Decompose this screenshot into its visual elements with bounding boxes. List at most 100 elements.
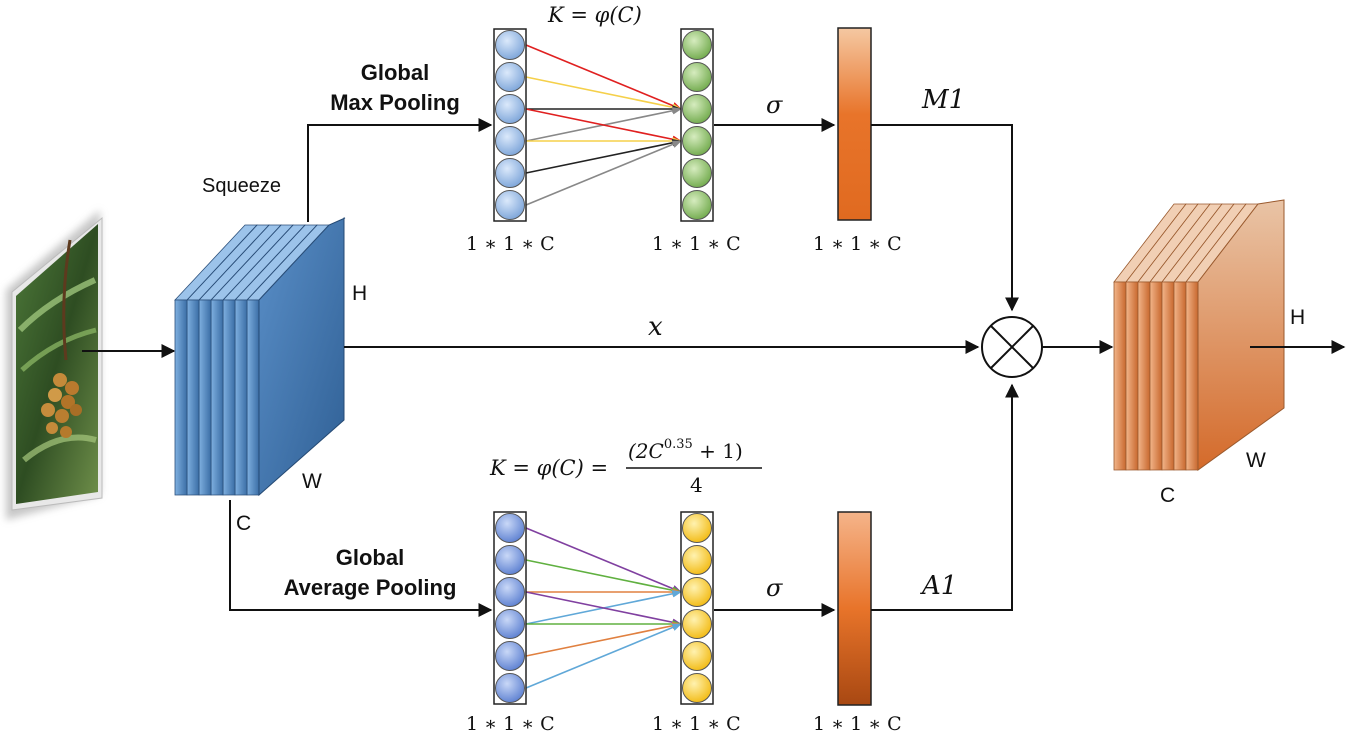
conv-connection-line: [525, 527, 682, 593]
conv-connection-line: [525, 108, 682, 144]
orange-slab-edge: [1173, 281, 1187, 471]
vector-node: [495, 126, 525, 156]
vector-node: [682, 158, 712, 188]
blue-slab-line: [186, 224, 258, 301]
gmp-branch-arrow: [307, 118, 493, 222]
vector-node: [682, 126, 712, 156]
top-pooled-vector: [493, 28, 527, 222]
output-h-label: H: [1290, 306, 1305, 329]
output-w-label: W: [1246, 449, 1266, 472]
orange-slab-edge: [1185, 281, 1199, 471]
k-bottom-formula: K = φ(C) = (2C0.35 + 1) 4: [489, 437, 762, 497]
vector-node: [495, 94, 525, 124]
orange-slab-edge: [1125, 281, 1139, 471]
blue-slab-edge: [234, 299, 248, 496]
input-image: [6, 210, 103, 520]
blue-slab-edge: [246, 299, 260, 496]
gap-label-line1: Global: [336, 545, 404, 570]
vector-node: [495, 513, 525, 543]
blue-slab-line: [258, 224, 330, 301]
vector-node: [682, 641, 712, 671]
vector-frame: [493, 28, 527, 222]
vector-node: [682, 190, 712, 220]
gmp-label-line2: Max Pooling: [330, 90, 460, 115]
circled-times-icon: [981, 316, 1043, 378]
vector-node: [495, 62, 525, 92]
vector-node: [682, 30, 712, 60]
orange-slab-face: [1197, 199, 1285, 471]
vector-node: [682, 609, 712, 639]
sigma-top-label: σ: [766, 91, 783, 119]
svg-text:(2C0.35 + 1): (2C0.35 + 1): [628, 437, 743, 463]
vector-node: [682, 673, 712, 703]
a1-arrow: [871, 383, 1019, 611]
m1-label: M1: [921, 85, 965, 115]
blue-slab-edge: [198, 299, 212, 496]
input-c-label: C: [236, 512, 251, 535]
vector-node: [495, 673, 525, 703]
x-label: x: [648, 312, 663, 342]
dim-bot-1: 1 ∗ 1 ∗ C: [466, 713, 555, 735]
dim-bot-2: 1 ∗ 1 ∗ C: [652, 713, 741, 735]
conv-connection-line: [525, 591, 682, 627]
orange-slab-edge: [1161, 281, 1175, 471]
k-bottom-numerator: (2C: [628, 439, 664, 463]
squeeze-label: Squeeze: [202, 175, 281, 197]
bottom-1d-conv-connections: [525, 527, 682, 689]
k-bottom-denominator: 4: [690, 473, 703, 497]
conv-connection-line: [525, 559, 682, 595]
orange-slab-edge: [1137, 281, 1151, 471]
blue-slab-line: [246, 224, 318, 301]
input-feature-map-stack: [174, 217, 346, 497]
conv-connection-line: [525, 44, 682, 110]
gmp-label-line1: Global: [361, 60, 429, 85]
blue-slab-edge: [210, 299, 224, 496]
vector-node: [495, 158, 525, 188]
dim-top-1: 1 ∗ 1 ∗ C: [466, 233, 555, 255]
bottom-pooled-vector: [493, 511, 527, 705]
vector-node: [682, 62, 712, 92]
gap-branch-arrow: [229, 500, 493, 617]
gap-label-line2: Average Pooling: [284, 575, 457, 600]
a1-label: A1: [920, 571, 957, 601]
conv-connection-line: [525, 621, 682, 657]
output-feature-map-stack: [1113, 199, 1285, 471]
vector-node: [495, 190, 525, 220]
m1-attention-bar: [837, 27, 872, 221]
top-conv-vector: [680, 28, 714, 222]
bottom-conv-vector: [680, 511, 714, 705]
blue-slab-line: [198, 224, 270, 301]
k-bottom-numerator-tail: + 1): [693, 439, 743, 463]
vector-node: [682, 94, 712, 124]
dim-top-3: 1 ∗ 1 ∗ C: [813, 233, 902, 255]
blue-slab-line: [222, 224, 294, 301]
k-top-formula: K = φ(C): [547, 3, 642, 27]
sigma-bottom-label: σ: [766, 574, 783, 602]
k-bottom-lhs: K = φ(C) =: [489, 456, 608, 480]
blue-slab-line: [210, 224, 282, 301]
conv-connection-line: [525, 623, 682, 689]
conv-connection-line: [525, 138, 682, 174]
vector-node: [495, 545, 525, 575]
conv-connection-line: [525, 76, 682, 112]
dim-bot-3: 1 ∗ 1 ∗ C: [813, 713, 902, 735]
output-c-label: C: [1160, 484, 1175, 507]
vector-frame: [680, 28, 714, 222]
m1-arrow: [871, 124, 1019, 312]
blue-slab-edge: [186, 299, 200, 496]
blue-slab-edge: [222, 299, 236, 496]
vector-node: [682, 545, 712, 575]
conv-connection-line: [525, 140, 682, 206]
vector-frame: [493, 511, 527, 705]
blue-slab-edge: [174, 299, 188, 496]
blue-slab-line: [234, 224, 306, 301]
vector-node: [682, 513, 712, 543]
vector-frame: [680, 511, 714, 705]
input-h-label: H: [352, 282, 367, 305]
longan-fruit-cluster: [41, 373, 82, 438]
dim-top-2: 1 ∗ 1 ∗ C: [652, 233, 741, 255]
vector-node: [495, 30, 525, 60]
input-w-label: W: [302, 470, 322, 493]
vector-node: [495, 609, 525, 639]
